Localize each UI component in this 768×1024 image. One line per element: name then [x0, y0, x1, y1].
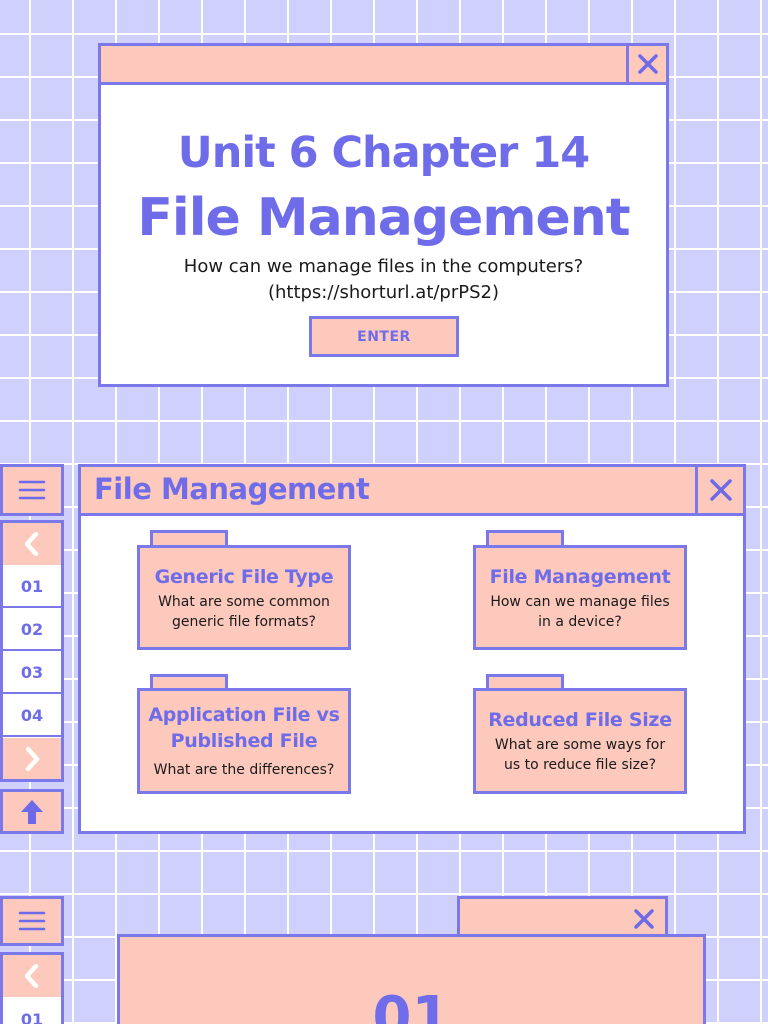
side-nav-item-03[interactable]: 03 [3, 652, 61, 694]
folder-file-management[interactable]: File Management How can we manage files … [473, 545, 687, 650]
hamburger-menu-icon [18, 480, 46, 500]
next-page-button[interactable] [3, 738, 61, 779]
chevron-left-icon [24, 532, 39, 556]
folder-title: Generic File Type [154, 565, 334, 588]
folder-generic-file-type[interactable]: Generic File Type What are some common g… [137, 545, 351, 650]
folder-description-line1: What are some ways for [494, 737, 666, 753]
folder-description-line1: How can we manage files [490, 593, 670, 610]
folder-description-line2: us to reduce file size? [503, 757, 657, 773]
side-nav-item-04[interactable]: 04 [3, 695, 61, 737]
close-icon [634, 909, 654, 929]
hero-link[interactable]: (https://shorturl.at/prPS2) [267, 282, 500, 303]
folder-title: Reduced File Size [488, 709, 672, 731]
folder-description-line1: What are the differences? [153, 762, 335, 778]
folder-application-vs-published[interactable]: Application File vs Published File What … [137, 688, 351, 794]
menu-window-close-button[interactable] [695, 464, 746, 516]
prev-page-button[interactable] [3, 523, 61, 565]
side-nav-item-01[interactable]: 01 [3, 566, 61, 608]
folder-description-line1: What are some common [158, 593, 330, 610]
scroll-top-button[interactable] [0, 789, 64, 834]
menu-button[interactable] [0, 464, 64, 516]
prev-page-button[interactable] [3, 955, 61, 997]
folder-title-line2: Published File [170, 730, 318, 752]
hamburger-menu-icon [18, 911, 46, 931]
folder-description-line2: in a device? [538, 613, 622, 630]
close-icon [637, 54, 658, 74]
menu-window-title: File Management [94, 472, 370, 506]
hero-heading-line1: Unit 6 Chapter 14 [177, 128, 590, 178]
hero-window-titlebar [98, 43, 629, 85]
enter-button[interactable]: ENTER [309, 316, 459, 357]
section-number: 01 [372, 985, 451, 1024]
folder-reduced-file-size[interactable]: Reduced File Size What are some ways for… [473, 688, 687, 794]
hero-heading-line2: File Management [137, 188, 630, 248]
hero-window-close-button[interactable] [626, 43, 669, 85]
side-nav-item-01[interactable]: 01 [20, 1009, 44, 1024]
folder-description-line2: generic file formats? [172, 613, 316, 630]
side-nav-item-02[interactable]: 02 [3, 609, 61, 651]
close-icon [709, 479, 732, 501]
menu-button[interactable] [0, 896, 64, 946]
folder-title-line1: Application File vs [148, 704, 340, 726]
arrow-up-icon [21, 799, 43, 824]
chevron-right-icon [25, 746, 40, 771]
section-window-close-button[interactable] [626, 904, 662, 934]
folder-title: File Management [489, 565, 671, 588]
chevron-left-icon [24, 964, 39, 988]
hero-subtitle: How can we manage files in the computers… [183, 256, 584, 277]
section-window-body [117, 934, 706, 1024]
